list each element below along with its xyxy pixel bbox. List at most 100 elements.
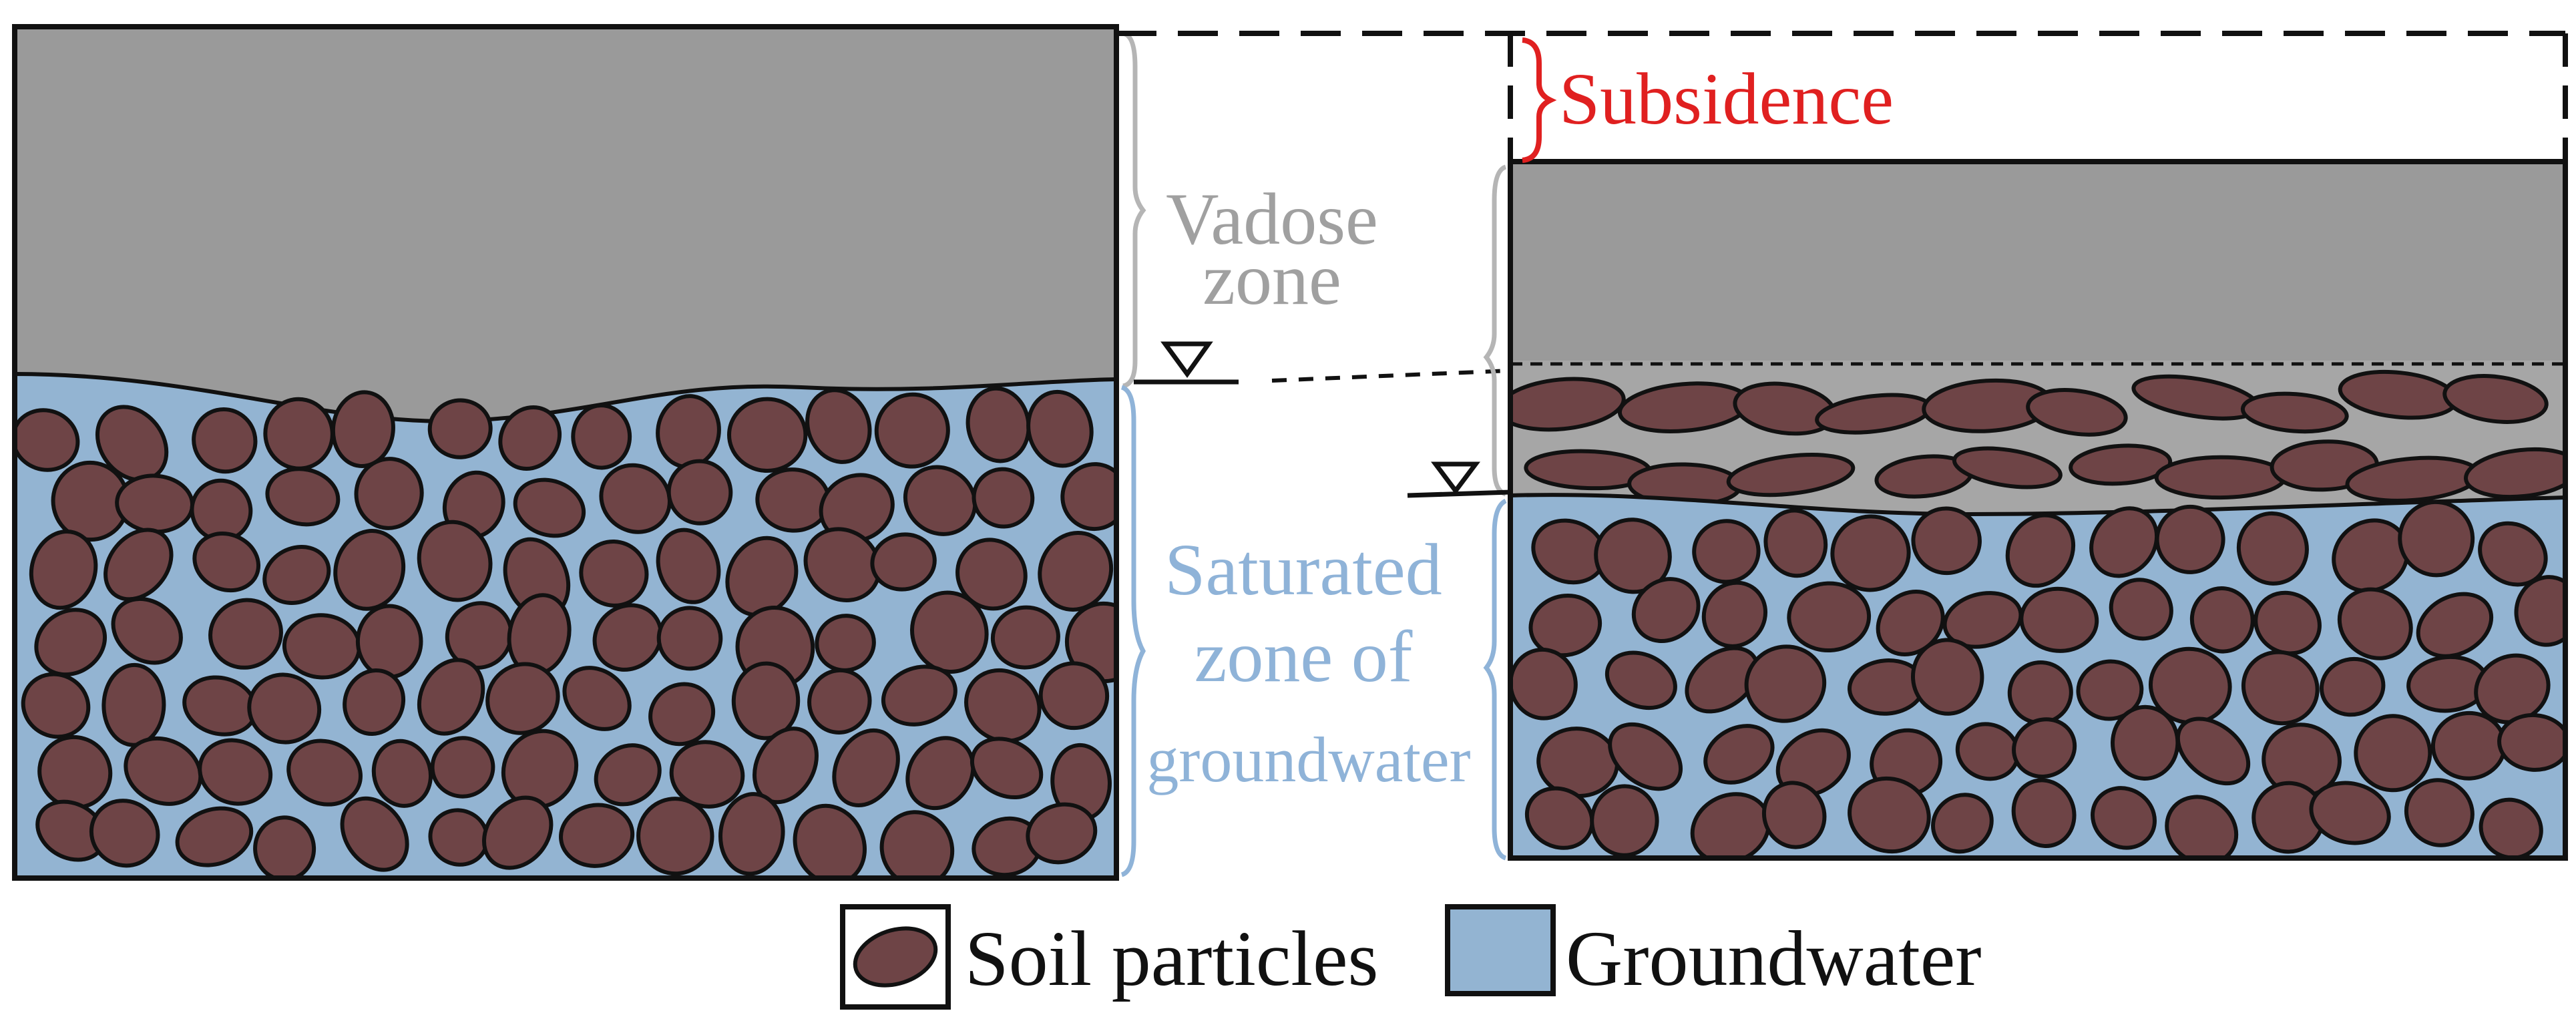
soil-particle [755, 467, 831, 533]
soil-particle [2479, 797, 2543, 858]
vadose-label-line1: Vadose [1166, 178, 1378, 260]
soil-particle [2309, 781, 2391, 845]
saturated-label-line2: zone of [1195, 616, 1413, 697]
soil-particle [355, 604, 423, 679]
soil-particle [599, 463, 672, 534]
soil-particle [2404, 778, 2475, 847]
soil-particle [417, 658, 485, 736]
soil-particle [571, 403, 632, 470]
soil-particle [1038, 661, 1110, 731]
soil-particle [815, 614, 876, 672]
soil-particle [2175, 716, 2251, 786]
soil-particle [89, 799, 160, 868]
soil-particle [192, 407, 258, 474]
soil-particle [331, 390, 395, 469]
soil-particle [669, 740, 745, 809]
soil-particle [1744, 644, 1827, 723]
soil-particle [2091, 786, 2157, 850]
soil-particle [427, 398, 493, 459]
soil-particle [594, 743, 662, 807]
soil-particle [731, 661, 801, 741]
soil-particle [2109, 578, 2173, 641]
soil-particle [481, 795, 554, 870]
soil-particle [417, 520, 493, 602]
soil-particle [1510, 377, 1626, 432]
soil-particle [1026, 802, 1098, 865]
soil-particle [2012, 717, 2077, 779]
soil-particle [1038, 531, 1114, 612]
soil-particle [262, 545, 331, 605]
soil-particle [656, 528, 721, 604]
soil-particle [874, 392, 950, 469]
soil-particle [2398, 499, 2475, 578]
soil-particle [1685, 646, 1760, 714]
soil-particle [910, 590, 989, 674]
subsidence-label: Subsidence [1559, 58, 1894, 140]
soil-particle [29, 530, 98, 610]
soil-particle [2076, 659, 2144, 721]
soil-particle [2253, 590, 2322, 656]
soil-particle [1931, 793, 1994, 854]
soil-particle [2011, 778, 2077, 849]
soil-particle [964, 668, 1042, 743]
soil-particle [247, 672, 322, 745]
soil-particle [253, 815, 316, 878]
soil-particle [103, 528, 174, 602]
soil-particle [2026, 388, 2128, 437]
soil-particle [2497, 712, 2565, 772]
soil-particle [881, 664, 957, 727]
legend-groundwater-swatch [1445, 904, 1556, 996]
soil-particle [1703, 724, 1775, 785]
soil-particle [807, 668, 872, 735]
soil-particle [286, 739, 363, 807]
saturated-label-line3: groundwater [1146, 724, 1470, 795]
soil-particle [2354, 714, 2432, 793]
soil-particle [1942, 591, 2023, 649]
soil-particle [1910, 638, 1984, 716]
soil-particle [124, 736, 203, 806]
soil-particle [1952, 446, 2063, 489]
soil-particle [1763, 508, 1828, 578]
soil-particle [430, 736, 495, 799]
saturated-brace [1120, 385, 1146, 877]
soil-particle [513, 477, 586, 538]
soil-particle [1787, 581, 1872, 653]
soil-particle [208, 598, 283, 670]
legend-soil-label: Soil particles [965, 915, 1378, 1002]
soil-particle [1726, 453, 1856, 497]
soil-particle [819, 473, 895, 544]
soil-particle [727, 397, 808, 473]
soil-particle [2442, 374, 2549, 424]
soil-particle [340, 796, 409, 872]
saturated-label-line1: Saturated [1164, 529, 1442, 610]
soil-particle [2148, 646, 2232, 725]
right-panel: Subsidence [1116, 31, 2568, 861]
soil-particle [2089, 506, 2159, 578]
right-vadose-layer [1510, 162, 2565, 362]
soil-particle [805, 388, 872, 464]
left-panel-border [12, 24, 1119, 881]
soil-particle [1026, 389, 1094, 468]
soil-particle [972, 467, 1035, 529]
soil-particle [2019, 586, 2099, 653]
soil-particle [192, 532, 261, 593]
soil-particle [2189, 586, 2255, 654]
soil-particle [343, 668, 406, 737]
soil-particle [970, 737, 1044, 800]
soil-particle [903, 465, 978, 536]
right-soil-particles [1510, 499, 2565, 858]
water-table-symbol-right [1431, 461, 1480, 495]
soil-particle [175, 806, 254, 867]
soil-particle [282, 613, 362, 680]
left-panel [12, 24, 1119, 881]
soil-particle [1761, 781, 1827, 849]
soil-particle [2069, 443, 2173, 486]
soil-particle-icon [853, 926, 938, 988]
soil-particle [2337, 587, 2413, 660]
soil-particle [1830, 514, 1911, 592]
soil-particle [2240, 391, 2349, 434]
compacted-soil-particles [1510, 369, 2565, 507]
soil-particle [371, 739, 433, 808]
soil-particle [562, 666, 632, 731]
soil-particle [198, 738, 273, 806]
